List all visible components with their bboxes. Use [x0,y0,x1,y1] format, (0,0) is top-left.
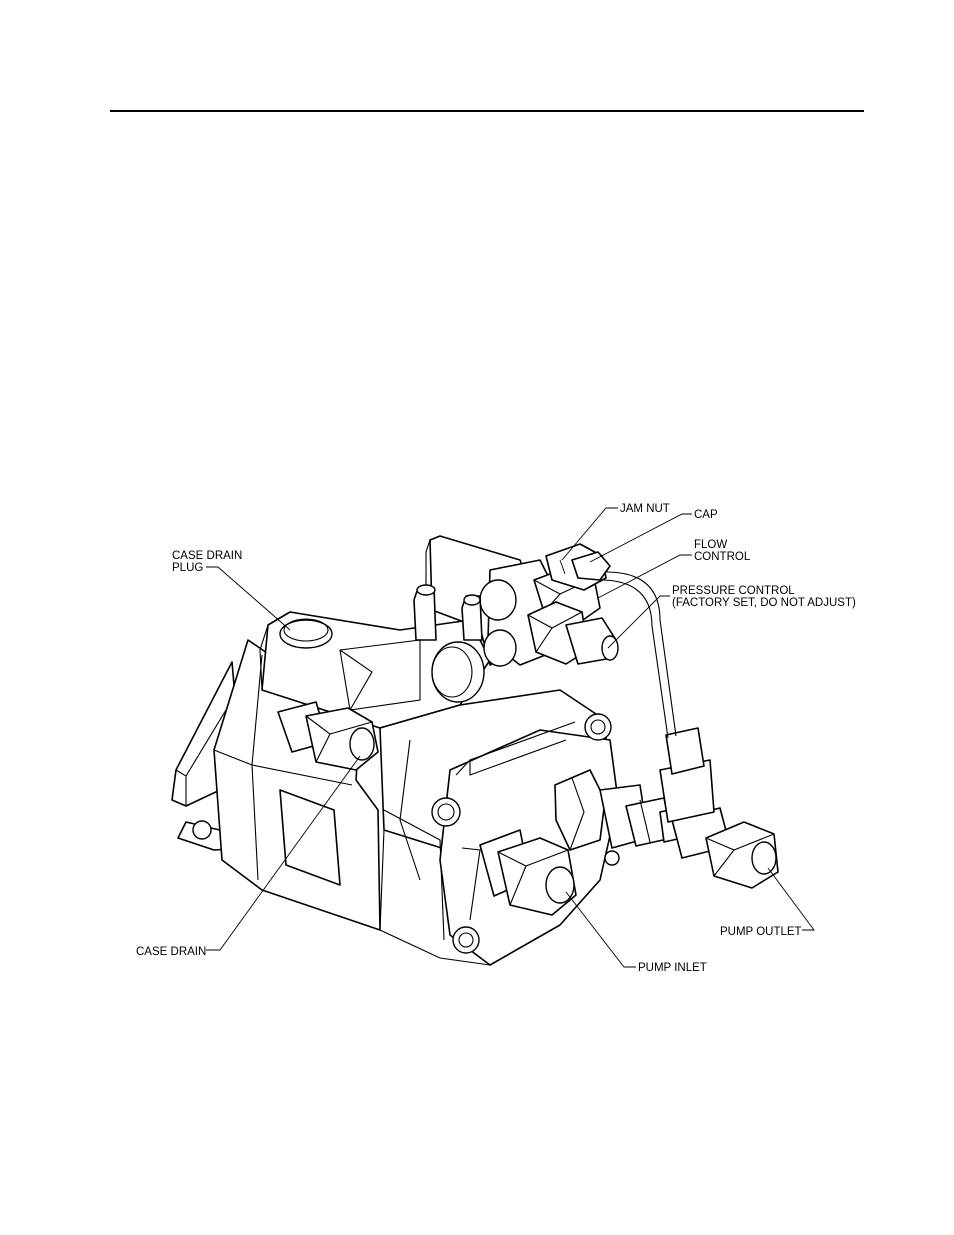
label-flow-control-line2: CONTROL [694,551,751,563]
header-rule [110,110,864,112]
label-cap: CAP [694,509,718,521]
label-pump-outlet: PUMP OUTLET [720,926,802,938]
callout-labels: CASE DRAIN PLUG JAM NUT CAP FLOW CONTROL… [136,503,856,974]
label-flow-control-line1: FLOW [694,539,727,551]
leader-lines [206,507,815,968]
label-pump-inlet: PUMP INLET [638,962,707,974]
label-jam-nut: JAM NUT [620,503,670,515]
label-case-drain: CASE DRAIN [136,946,206,958]
label-pressure-control-line2: (FACTORY SET, DO NOT ADJUST) [672,597,856,609]
pump-body [171,535,779,966]
label-pressure-control-line1: PRESSURE CONTROL [672,585,795,597]
label-case-drain-plug-line2: PLUG [172,562,203,574]
label-case-drain-plug-line1: CASE DRAIN [172,550,242,562]
